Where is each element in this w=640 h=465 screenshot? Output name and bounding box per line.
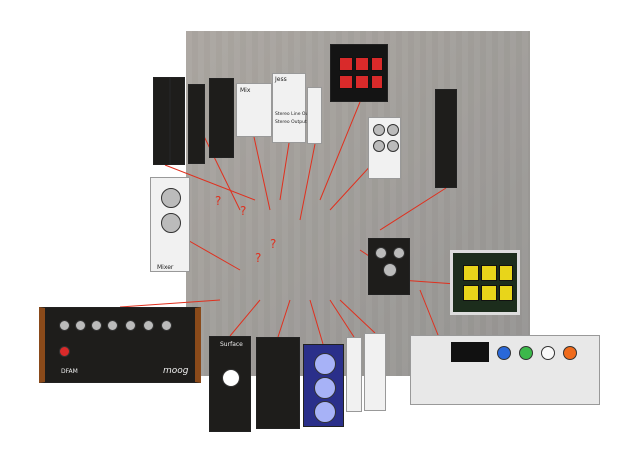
knob[interactable] — [107, 320, 118, 331]
knob[interactable] — [387, 124, 399, 136]
knob[interactable] — [375, 247, 387, 259]
module-yellow-pads[interactable] — [450, 250, 520, 315]
knob[interactable] — [222, 369, 240, 387]
moog-model: DFAM — [61, 368, 78, 375]
module-red-pads-top[interactable] — [330, 44, 388, 102]
screen — [451, 342, 489, 362]
pad[interactable] — [371, 57, 383, 71]
moog-brand: moog — [163, 366, 189, 376]
module-mix[interactable]: Mix — [236, 83, 272, 137]
knob[interactable] — [125, 320, 136, 331]
module-small-white-2[interactable] — [364, 333, 386, 411]
knob[interactable] — [143, 320, 154, 331]
module-small-white-1[interactable] — [346, 337, 362, 412]
pad[interactable] — [355, 57, 369, 71]
knob-green[interactable] — [519, 346, 533, 360]
knob-blue[interactable] — [497, 346, 511, 360]
module-skinny-4[interactable] — [209, 78, 234, 158]
module-mixer-label: Mixer — [157, 264, 174, 271]
pad[interactable] — [371, 75, 383, 89]
module-mixer[interactable]: Mixer — [150, 177, 190, 272]
pad[interactable] — [481, 285, 497, 301]
module-moog-dfam[interactable]: DFAM moog — [39, 307, 201, 383]
module-synth-keyboard[interactable] — [410, 335, 600, 405]
knob[interactable] — [387, 140, 399, 152]
module-jess[interactable]: Jess Stereo Line Out Stereo Output — [272, 73, 310, 143]
module-skinny-light[interactable] — [307, 87, 322, 144]
knob[interactable] — [59, 320, 70, 331]
module-skinny-3[interactable] — [188, 84, 205, 164]
pad[interactable] — [481, 265, 497, 281]
knob[interactable] — [383, 263, 397, 277]
knob[interactable] — [75, 320, 86, 331]
pad[interactable] — [463, 265, 479, 281]
module-jess-line1: Stereo Line Out — [275, 112, 311, 117]
module-jess-title: Jess — [275, 76, 287, 83]
pad[interactable] — [339, 75, 353, 89]
module-right-skinny[interactable] — [435, 89, 457, 188]
knob[interactable] — [161, 188, 181, 208]
module-skinny-1[interactable] — [153, 77, 170, 165]
module-surface-title: Surface — [220, 341, 243, 348]
knob[interactable] — [373, 124, 385, 136]
module-mix-title: Mix — [240, 87, 251, 94]
module-black-knobs[interactable] — [368, 238, 410, 295]
knob-orange[interactable] — [563, 346, 577, 360]
module-surface[interactable]: Surface — [209, 336, 251, 432]
module-jess-line2: Stereo Output — [275, 120, 307, 125]
knob[interactable] — [314, 401, 336, 423]
knob-white[interactable] — [541, 346, 555, 360]
knob[interactable] — [314, 377, 336, 399]
module-blue[interactable] — [303, 344, 344, 427]
knob[interactable] — [161, 213, 181, 233]
pad[interactable] — [339, 57, 353, 71]
knob[interactable] — [161, 320, 172, 331]
knob[interactable] — [393, 247, 405, 259]
knob[interactable] — [373, 140, 385, 152]
knob[interactable] — [314, 353, 336, 375]
pad[interactable] — [355, 75, 369, 89]
module-skinny-2[interactable] — [170, 77, 185, 165]
pad[interactable] — [499, 285, 513, 301]
module-knobs-white[interactable] — [368, 117, 401, 179]
pad[interactable] — [463, 285, 479, 301]
module-gold[interactable] — [256, 337, 300, 429]
knob[interactable] — [59, 346, 70, 357]
pad[interactable] — [499, 265, 513, 281]
knob[interactable] — [91, 320, 102, 331]
